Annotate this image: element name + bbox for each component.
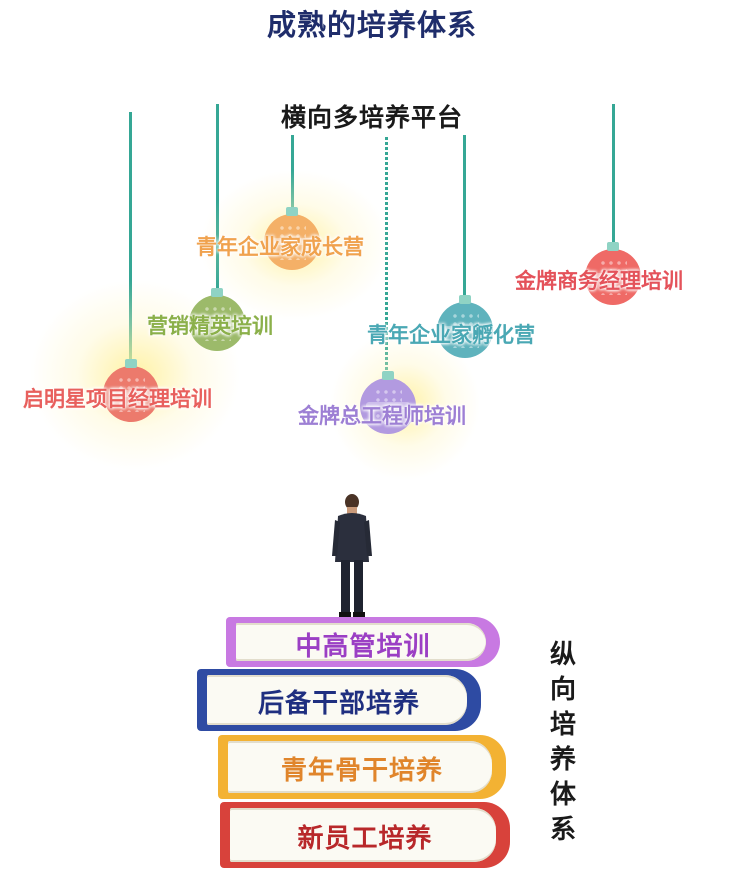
- book-label: 青年骨干培养: [280, 756, 443, 786]
- book-new-employee: 新员工培养: [220, 802, 510, 868]
- book-label: 中高管培训: [295, 632, 431, 662]
- horizontal-platforms-title: 横向多培养平台: [280, 103, 463, 132]
- ornament-red-left-icon: [103, 359, 159, 422]
- book-senior-management: 中高管培训: [226, 617, 500, 667]
- book-pages: [207, 675, 467, 725]
- string-red-left: [129, 112, 132, 360]
- vertical-title-char: 纵: [549, 640, 576, 670]
- platform-label-youth-incubator: 青年企业家孵化营: [367, 323, 535, 347]
- ornament-purple-icon: [360, 371, 416, 434]
- ornament-teal-icon: [437, 295, 493, 358]
- vertical-title-char: 养: [549, 745, 576, 775]
- vertical-title-char: 向: [549, 675, 576, 705]
- string-red-right: [612, 104, 615, 244]
- book-pages: [228, 741, 492, 793]
- platform-label-business-manager: 金牌商务经理培训: [515, 269, 683, 293]
- platform-label-youth-growth: 青年企业家成长营: [196, 235, 364, 259]
- ornament-red-right-icon: [585, 242, 641, 305]
- vertical-training-title: 纵 向 培 养 体 系: [543, 638, 583, 848]
- platform-label-marketing: 营销精英培训: [147, 314, 273, 338]
- book-label: 后备干部培养: [257, 689, 420, 719]
- vertical-title-char: 系: [549, 815, 576, 845]
- book-label: 新员工培养: [297, 824, 433, 854]
- platform-label-pm: 启明星项目经理培训: [23, 387, 212, 411]
- book-pages: [230, 808, 496, 862]
- platform-label-chief-engineer: 金牌总工程师培训: [298, 404, 466, 428]
- book-youth-backbone: 青年骨干培养: [218, 735, 506, 799]
- page-title: 成熟的培养体系: [266, 8, 477, 42]
- vertical-title-char: 体: [549, 780, 576, 810]
- string-teal: [463, 135, 466, 297]
- ornament-orange-icon: [264, 207, 320, 270]
- string-green: [216, 104, 219, 290]
- businessman-figure: [332, 494, 372, 617]
- vertical-title-char: 培: [549, 710, 576, 740]
- book-pages: [236, 623, 486, 661]
- ornament-green-icon: [189, 288, 245, 351]
- book-reserve-cadre: 后备干部培养: [197, 669, 481, 731]
